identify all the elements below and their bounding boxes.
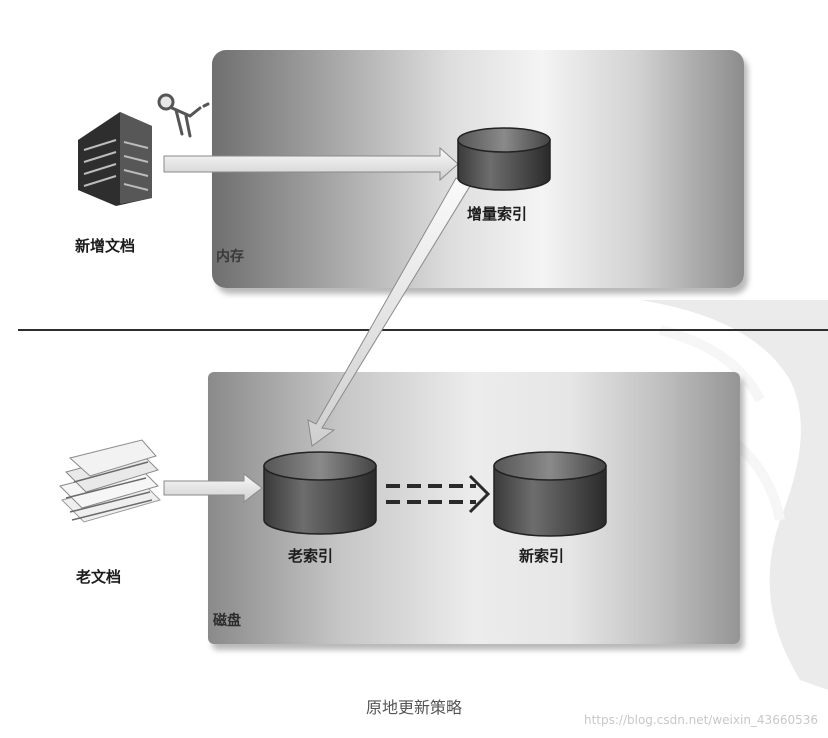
merge-arrow (307, 177, 471, 447)
old-index-cylinder (263, 451, 377, 535)
building-icon (78, 112, 152, 206)
diagram-graphics (59, 93, 607, 537)
new-docs-arrow (163, 146, 459, 182)
incremental-index-label: 增量索引 (467, 205, 528, 223)
document-stack-icon (59, 439, 161, 523)
person-icon (157, 93, 210, 138)
figure-caption: 原地更新策略 (365, 698, 462, 717)
new-index-cylinder (493, 451, 607, 537)
in-place-update-diagram: 内存 磁盘 (18, 50, 828, 690)
old-docs-arrow (163, 472, 263, 504)
memory-disk-divider (18, 329, 828, 331)
rebuild-dashed-arrow (386, 474, 491, 514)
incremental-index-cylinder (457, 127, 551, 191)
memory-label: 内存 (216, 249, 244, 265)
old-index-label: 老索引 (288, 547, 334, 565)
new-docs-label: 新增文档 (75, 237, 136, 255)
old-docs-label: 老文档 (76, 568, 122, 586)
source-watermark: https://blog.csdn.net/weixin_43660536 (583, 713, 818, 727)
new-index-label: 新索引 (519, 547, 565, 565)
disk-label: 磁盘 (213, 613, 241, 629)
